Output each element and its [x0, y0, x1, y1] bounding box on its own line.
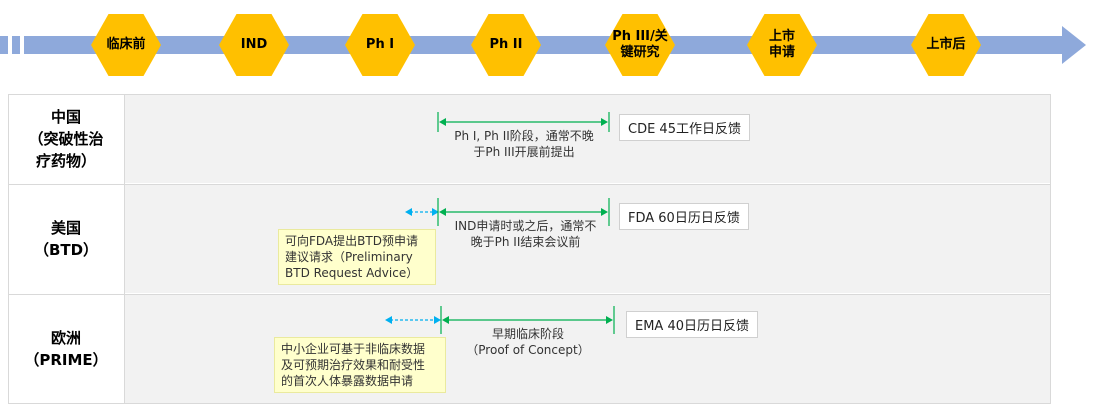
china-green-arrow [437, 112, 610, 132]
eu-green-arrow [440, 306, 615, 334]
china-note: Ph I, Ph II阶段，通常不晚 于Ph III开展前提出 [454, 129, 594, 159]
eu-blue-arrow [385, 316, 441, 324]
usa-blue-arrow [405, 208, 439, 216]
china-feedback: CDE 45工作日反馈 [619, 114, 750, 141]
row-label-usa: 美国 （BTD） [33, 219, 99, 259]
eu-feedback: EMA 40日历日反馈 [626, 311, 758, 338]
timeline-arrowhead [1062, 26, 1086, 64]
stage-ph3: Ph III/关 键研究 [605, 14, 675, 76]
band-china [124, 95, 1051, 183]
usa-note: IND申请时或之后，通常不 晚于Ph II结束会议前 [454, 219, 597, 249]
usa-green-arrow [437, 198, 610, 226]
stage-nda: 上市 申请 [747, 14, 817, 76]
row-label-china: 中国 （突破性治 疗药物） [28, 108, 104, 170]
usa-feedback: FDA 60日历日反馈 [619, 203, 749, 230]
usa-pre-note: 可向FDA提出BTD预申请 建议请求（Preliminary BTD Reque… [278, 229, 436, 285]
eu-note: 早期临床阶段 （Proof of Concept） [466, 327, 590, 357]
stage-row: 临床前 IND Ph I Ph II Ph III/关 键研究 上市 申请 上市… [0, 0, 1094, 90]
eu-pre-note: 中小企业可基于非临床数据 及可预期治疗效果和耐受性 的首次人体暴露数据申请 [274, 337, 446, 393]
stage-post-market: 上市后 [911, 14, 981, 76]
row-label-eu: 欧洲 （PRIME） [24, 329, 108, 369]
